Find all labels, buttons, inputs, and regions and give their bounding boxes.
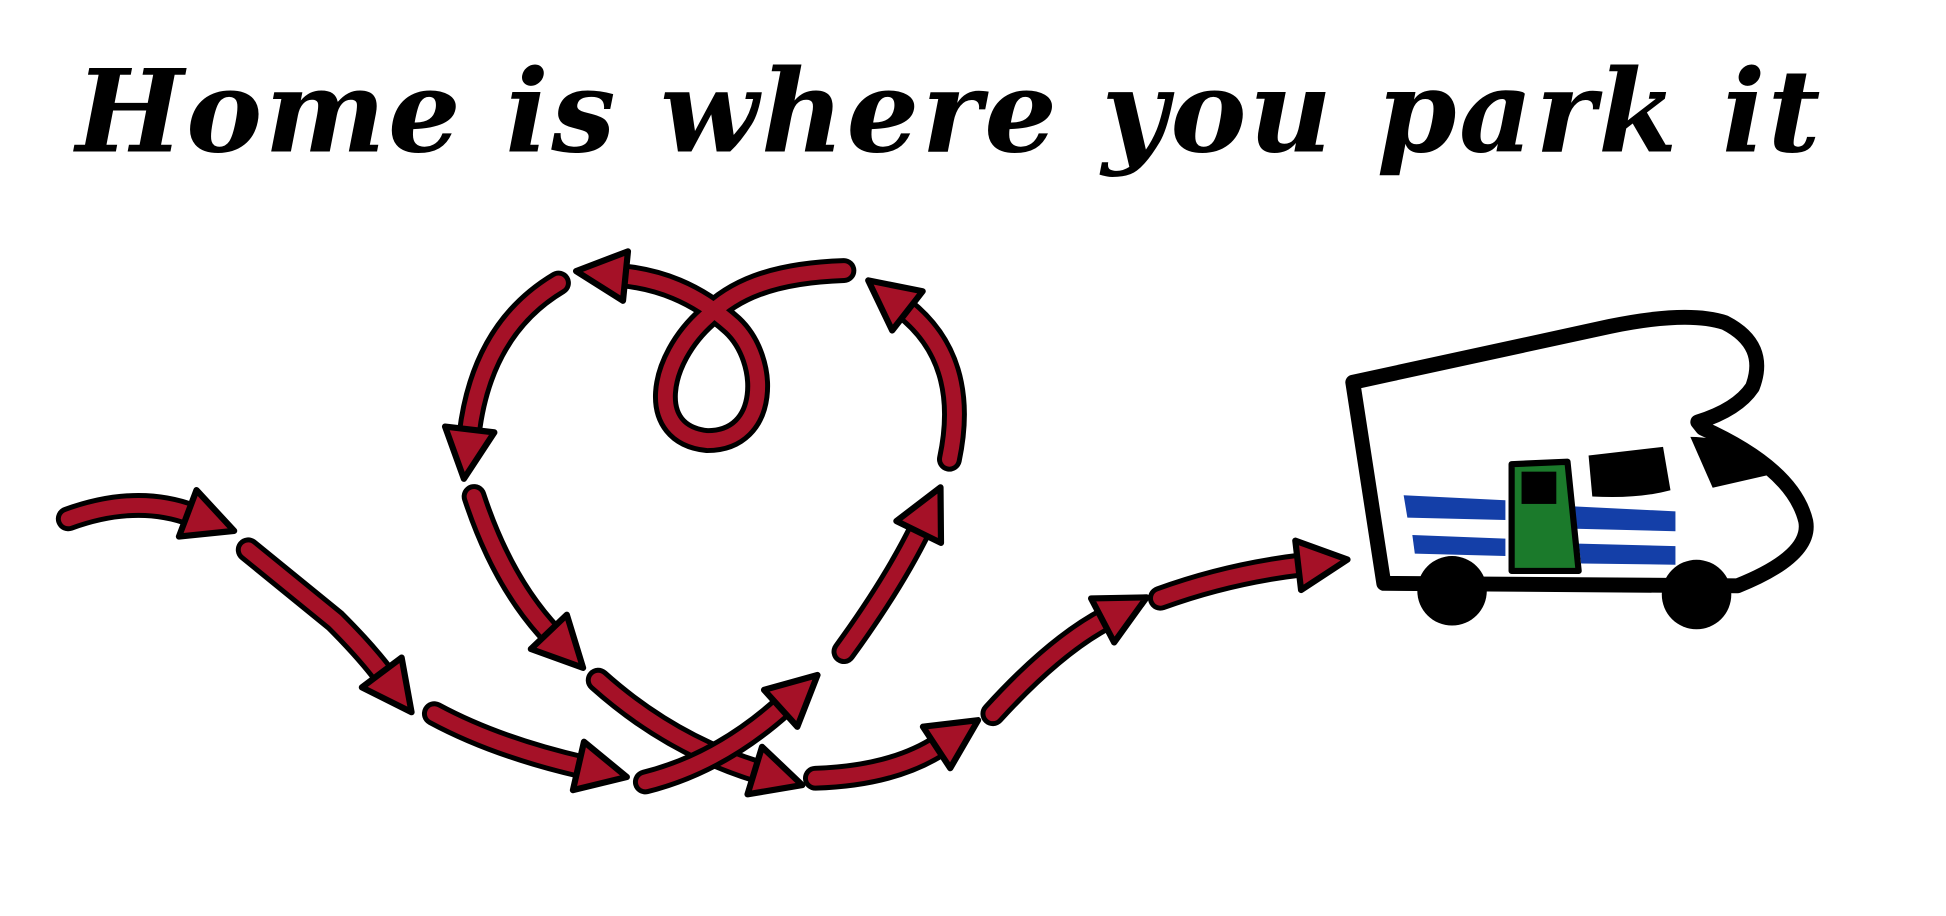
door-window — [1521, 471, 1557, 504]
arrow-5 — [632, 671, 821, 795]
arrow-1 — [55, 487, 238, 540]
arrow-2 — [235, 537, 415, 716]
arrow-8 — [1147, 537, 1351, 611]
heart-loop-arrow — [572, 248, 857, 454]
arrow-path — [55, 248, 1351, 798]
heart-left-upper-arrow — [441, 270, 571, 482]
heart-right-upper-arrow — [865, 277, 967, 472]
title-text: Home is where you park it — [73, 44, 1823, 178]
side-window — [1588, 446, 1671, 498]
rear-wheel — [1417, 556, 1487, 626]
arrow-6 — [802, 717, 982, 791]
side-stripes — [1403, 495, 1676, 565]
heart-left-lower-arrow — [461, 484, 587, 671]
heart-right-lower-arrow — [831, 484, 945, 665]
front-wheel — [1661, 559, 1732, 630]
arrow-7 — [980, 594, 1150, 727]
camper-van-icon — [1345, 309, 1814, 630]
arrow-3 — [421, 701, 630, 794]
cab-window — [1690, 436, 1773, 488]
arrow-4 — [585, 667, 806, 798]
